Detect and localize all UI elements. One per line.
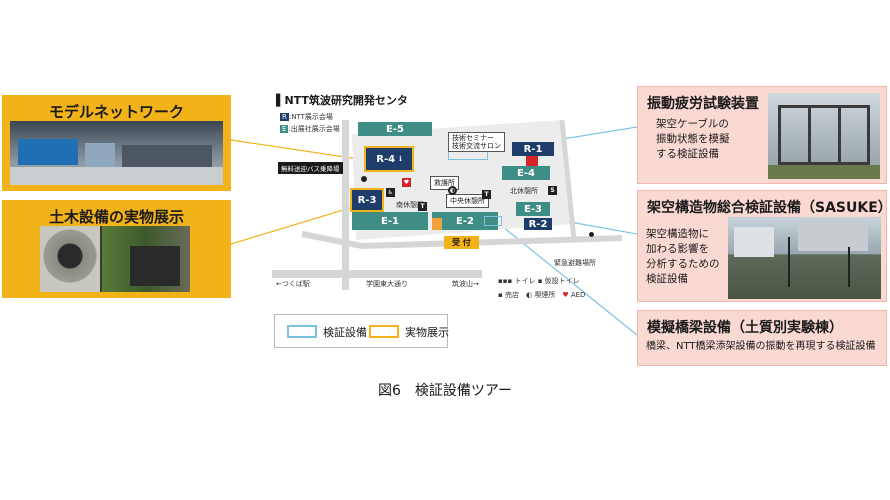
sasuke-desc: 架空構造物に 加わる影響を 分析するための 検証設備 — [646, 228, 720, 285]
building-e4[interactable]: E-4 — [502, 166, 550, 180]
model-network-photo — [10, 121, 223, 185]
bridge-title: 模擬橋梁設備（土質別実験棟） — [647, 320, 843, 336]
civil-equipment-panel: 土木設備の実物展示 — [2, 200, 231, 298]
map-title: ▌NTT筑波研究開発センタ — [276, 94, 408, 107]
figure-caption: 図6 検証設備ツアー — [377, 383, 513, 399]
south-rest-label: 南休憩所 — [396, 201, 424, 209]
legend-r: R:NTT展示会場 — [280, 113, 333, 121]
bridge-desc: 橋梁、NTT橋梁添架設備の振動を再現する検証設備 — [646, 341, 876, 352]
model-network-panel: モデルネットワーク — [2, 95, 231, 191]
legend-toilet: ▪▪▪ トイレ ▪ 仮設トイレ — [498, 277, 580, 285]
model-network-title: モデルネットワーク — [48, 103, 184, 121]
building-e3[interactable]: E-3 — [516, 202, 550, 216]
reception-label: 受 付 — [444, 236, 479, 249]
bus-stop-dot — [361, 176, 367, 182]
real-exhibit-marker — [432, 218, 442, 230]
toilet-icon: ♿ — [386, 188, 395, 197]
civil-equipment-title: 土木設備の実物展示 — [48, 208, 184, 226]
building-e1[interactable]: E-1 — [352, 212, 428, 230]
real-swatch — [369, 325, 399, 338]
sasuke-title: 架空構造物総合検証設備（SASUKE） — [647, 200, 890, 216]
equipment-legend: 検証設備 実物展示 — [274, 314, 449, 348]
verify-legend-label: 検証設備 — [323, 326, 367, 339]
toilet-icon-3: T — [482, 190, 491, 199]
center-rest-label: 中央休憩所 — [446, 194, 489, 208]
building-r2[interactable]: R-2 — [524, 218, 552, 230]
road-left-label: ←つくば駅 — [276, 280, 310, 288]
bridge-panel: 模擬橋梁設備（土質別実験棟） 橋梁、NTT橋梁添架設備の振動を再現する検証設備 — [637, 310, 887, 366]
evac-dot — [589, 232, 594, 237]
north-rest-label: 北休憩所 — [510, 187, 538, 195]
civil-equipment-photo — [40, 226, 190, 292]
seminar-label: 技術セミナー技術交流サロン — [448, 132, 505, 152]
building-e5[interactable]: E-5 — [358, 122, 432, 136]
building-r1[interactable]: R-1 — [512, 142, 554, 156]
road-right-label: 筑波山→ — [452, 280, 479, 288]
real-legend-label: 実物展示 — [405, 326, 449, 339]
verify-swatch — [287, 325, 317, 338]
legend-shop: ▪ 売店 ◐ 喫煙所 ♥ AED — [498, 291, 586, 299]
red-marker — [526, 156, 538, 166]
vibration-fatigue-photo — [768, 93, 880, 179]
sasuke-photo — [728, 217, 881, 299]
smoking-icon: ◐ — [448, 186, 457, 195]
campus-map: ▌NTT筑波研究開発センタ R:NTT展示会場 E:出展社展示会場 E-5 R-… — [262, 90, 634, 302]
legend-e: E:出展社展示会場 — [280, 125, 340, 133]
road-mid-label: 学園東大通り — [366, 280, 408, 288]
toilet-icon-2: T — [418, 202, 427, 211]
building-r3[interactable]: R-3 — [350, 188, 384, 212]
shop-icon: S — [548, 186, 557, 195]
vibration-fatigue-panel: 振動疲労試験装置 架空ケーブルの 振動状態を模擬 する検証設備 — [637, 86, 887, 184]
sasuke-panel: 架空構造物総合検証設備（SASUKE） 架空構造物に 加わる影響を 分析するため… — [637, 190, 890, 302]
evac-label: 緊急避難場所 — [554, 259, 596, 267]
aed-icon: ♥ — [402, 178, 411, 187]
bridge-verify-marker — [484, 216, 502, 226]
building-e2[interactable]: E-2 — [432, 212, 498, 230]
bus-stop-label: 無料送迎バス乗降場 — [278, 162, 343, 174]
vibration-fatigue-desc: 架空ケーブルの 振動状態を模擬 する検証設備 — [656, 118, 730, 160]
vibration-fatigue-title: 振動疲労試験装置 — [647, 96, 759, 112]
